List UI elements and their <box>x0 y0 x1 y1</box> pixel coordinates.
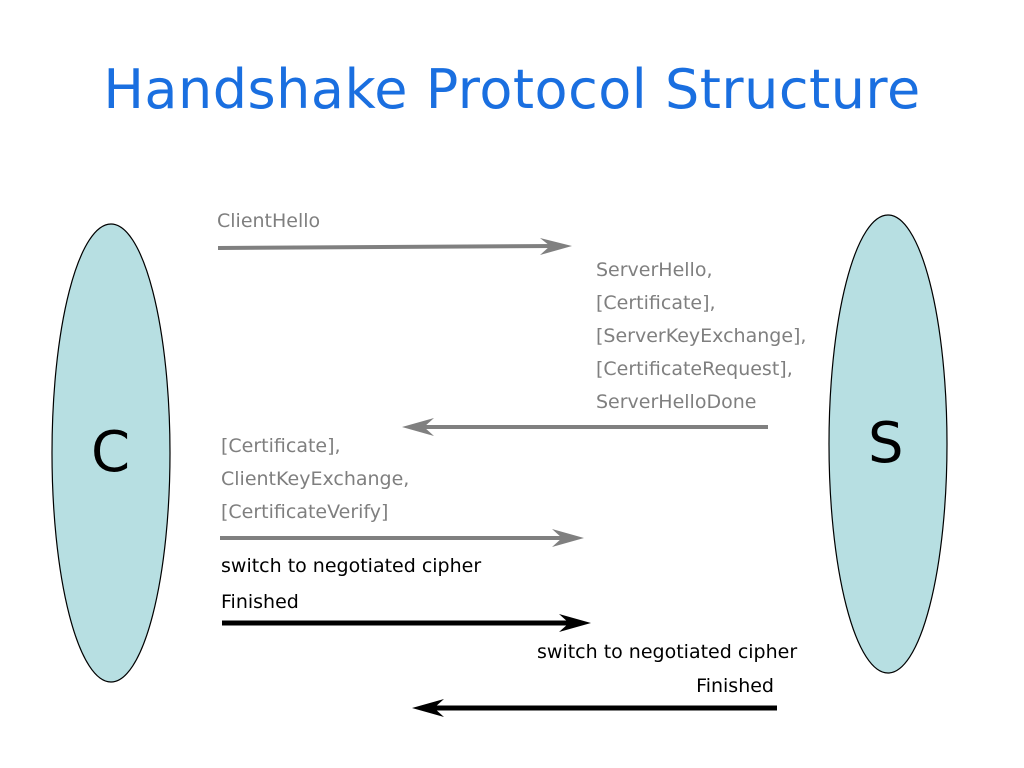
server-msg-line: [CertificateRequest], <box>596 358 793 380</box>
server-hello-block: ServerHello, [Certificate], [ServerKeyEx… <box>596 254 806 419</box>
server-msg-line: ServerHelloDone <box>596 391 757 413</box>
client-msg-line: ClientKeyExchange, <box>221 468 410 490</box>
server-switch-cipher-label: switch to negotiated cipher <box>537 641 798 663</box>
client-label: C <box>91 420 131 485</box>
server-msg-line: [Certificate], <box>596 292 716 314</box>
client-msg-line: [Certificate], <box>221 435 341 457</box>
arrow-client-hello <box>217 238 572 255</box>
server-msg-line: [ServerKeyExchange], <box>596 325 807 347</box>
server-finished-label: Finished <box>696 675 774 697</box>
client-finished-label: Finished <box>221 591 299 613</box>
page-title: Handshake Protocol Structure <box>103 58 921 121</box>
client-key-exchange-block: [Certificate], ClientKeyExchange, [Certi… <box>221 430 409 529</box>
client-ellipse <box>51 223 171 683</box>
arrow-server-hello <box>402 418 768 436</box>
server-label: S <box>868 411 904 476</box>
arrow-server-finished <box>412 699 777 717</box>
arrow-client-finished <box>222 614 591 632</box>
server-msg-line: ServerHello, <box>596 259 713 281</box>
arrow-client-key-exchange <box>220 529 584 547</box>
client-msg-line: [CertificateVerify] <box>221 501 389 523</box>
client-switch-cipher-label: switch to negotiated cipher <box>221 555 482 577</box>
server-ellipse <box>828 214 948 674</box>
client-hello-label: ClientHello <box>217 210 321 232</box>
